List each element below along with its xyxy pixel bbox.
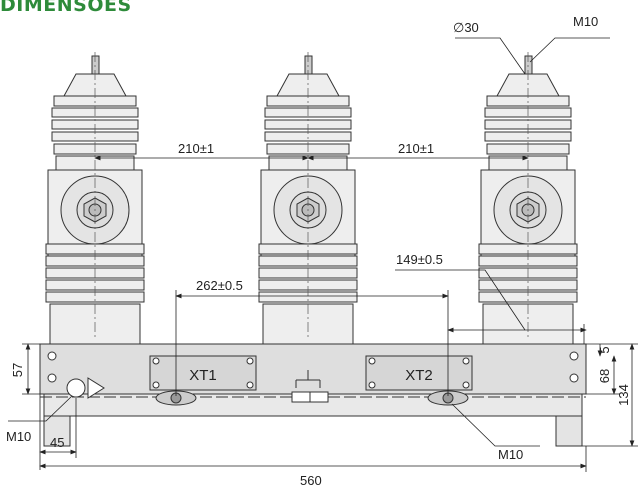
centre-lines bbox=[94, 52, 529, 340]
dim-pitch-left: 210±1 bbox=[178, 141, 214, 156]
dim-offset-small: 5 bbox=[597, 346, 612, 353]
page-title: DIMENSÕES bbox=[0, 0, 132, 16]
terminal-block-xt2: XT2 bbox=[365, 355, 473, 391]
dim-spacing-b: 149±0.5 bbox=[396, 252, 443, 267]
dim-height-mid: 68 bbox=[597, 369, 612, 383]
base-frame bbox=[39, 343, 587, 447]
dim-thread-top: M10 bbox=[573, 14, 598, 29]
dim-height-left: 57 bbox=[10, 363, 25, 377]
xt1-label: XT1 bbox=[189, 367, 217, 384]
dim-spacing-a: 262±0.5 bbox=[196, 278, 243, 293]
dim-width-total: 560 bbox=[300, 473, 322, 488]
dim-thread-left: M10 bbox=[6, 429, 31, 444]
dim-height-total: 134 bbox=[616, 384, 631, 406]
dim-offset-left: 45 bbox=[50, 435, 64, 450]
dim-thread-bottom: M10 bbox=[498, 447, 523, 462]
xt2-label: XT2 bbox=[405, 367, 433, 384]
dim-diameter: ∅30 bbox=[453, 20, 479, 35]
dim-pitch-right: 210±1 bbox=[398, 141, 434, 156]
dimension-lines bbox=[8, 37, 638, 472]
terminal-block-xt1: XT1 bbox=[149, 355, 257, 391]
